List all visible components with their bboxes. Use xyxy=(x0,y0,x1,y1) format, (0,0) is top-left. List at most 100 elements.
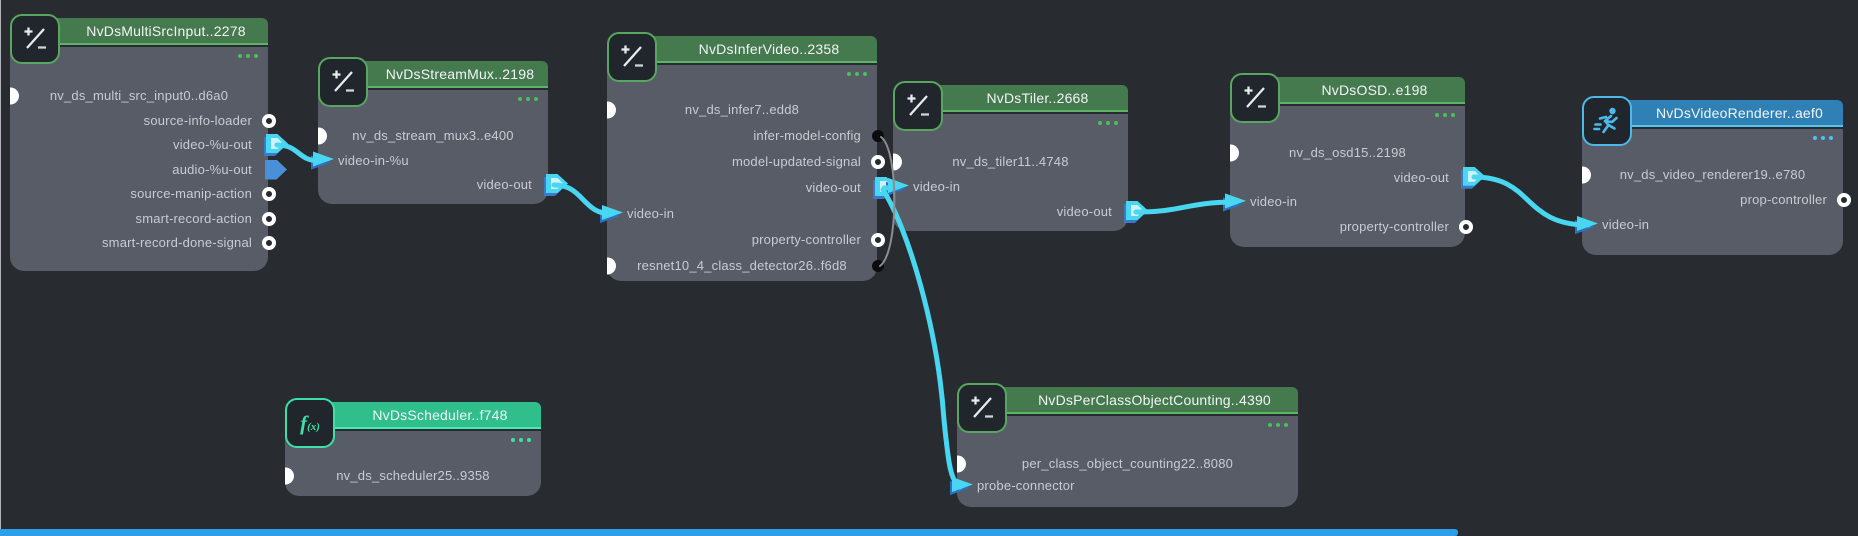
node-menu-ellipsis-icon[interactable] xyxy=(511,438,531,442)
node-header[interactable]: NvDsTiler..2668 xyxy=(913,85,1128,112)
port-nv_ds_stream_mux3..e400[interactable]: nv_ds_stream_mux3..e400 xyxy=(318,125,548,147)
port-label: video-out xyxy=(1056,204,1112,219)
port-video-out[interactable]: video-out xyxy=(318,174,568,196)
wire-2-media[interactable] xyxy=(881,184,901,191)
signal-out-connector[interactable] xyxy=(262,187,276,201)
node-body: nv_ds_infer7..edd8 infer-model-config mode… xyxy=(600,65,897,281)
signal-out-connector[interactable] xyxy=(1837,193,1851,207)
signal-out-connector[interactable] xyxy=(871,233,885,247)
config-connector[interactable] xyxy=(872,130,884,142)
instance-port-connector[interactable] xyxy=(10,87,19,105)
port-video-out[interactable]: video-out xyxy=(893,201,1148,223)
wire-3-media[interactable] xyxy=(880,187,963,490)
port-video-out[interactable]: video-out xyxy=(1230,166,1485,189)
node-per-class-counting[interactable]: NvDsPerClassObjectCounting..4390 per_clas… xyxy=(950,383,1298,507)
menu-dot xyxy=(1276,423,1280,427)
signal-out-connector[interactable] xyxy=(262,236,276,250)
port-resnet10_4_class_detector26..f6d8[interactable]: resnet10_4_class_detector26..f6d8 xyxy=(607,255,884,277)
port-video-in-%u[interactable]: video-in-%u xyxy=(311,150,548,172)
port-source-manip-action[interactable]: source-manip-action xyxy=(10,183,276,205)
plus-minus-icon xyxy=(893,81,943,131)
instance-port-connector[interactable] xyxy=(607,101,616,119)
port-nv_ds_multi_src_input0..d6a0[interactable]: nv_ds_multi_src_input0..d6a0 xyxy=(10,85,268,107)
instance-port-connector[interactable] xyxy=(957,455,966,473)
signal-out-connector[interactable] xyxy=(262,113,276,128)
wire-1-media[interactable] xyxy=(551,182,615,217)
port-video-in[interactable]: video-in xyxy=(1223,191,1465,213)
node-tiler[interactable]: NvDsTiler..2668 nv_ds_tiler11..4748 video-… xyxy=(886,81,1148,231)
instance-port-connector[interactable] xyxy=(285,467,294,485)
node-menu-ellipsis-icon[interactable] xyxy=(847,72,867,76)
horizontal-scrollbar-thumb[interactable] xyxy=(0,529,1458,536)
wire-4-media[interactable] xyxy=(1133,199,1239,215)
config-connector[interactable] xyxy=(872,260,884,272)
port-label: nv_ds_stream_mux3..e400 xyxy=(352,128,514,143)
instance-port-connector[interactable] xyxy=(318,127,327,145)
node-menu-ellipsis-icon[interactable] xyxy=(1435,113,1455,117)
port-property-controller[interactable]: property-controller xyxy=(607,229,885,251)
port-video-in[interactable]: video-in xyxy=(600,203,877,225)
node-header[interactable]: NvDsVideoRenderer..aef0 xyxy=(1602,100,1843,127)
node-menu-ellipsis-icon[interactable] xyxy=(1813,136,1833,140)
port-nv_ds_infer7..edd8[interactable]: nv_ds_infer7..edd8 xyxy=(607,99,877,121)
node-header[interactable]: NvDsMultiSrcInput..2278 xyxy=(30,18,268,45)
port-property-controller[interactable]: property-controller xyxy=(1230,216,1473,238)
wire-6-config[interactable] xyxy=(879,136,896,267)
node-header[interactable]: NvDsPerClassObjectCounting..4390 xyxy=(977,387,1298,414)
port-per_class_object_counting22..8080[interactable]: per_class_object_counting22..8080 xyxy=(957,453,1298,475)
port-prop-controller[interactable]: prop-controller xyxy=(1582,189,1851,211)
port-audio-%u-out[interactable]: audio-%u-out xyxy=(10,159,287,181)
node-header[interactable]: NvDsOSD..e198 xyxy=(1250,77,1465,104)
node-menu-ellipsis-icon[interactable] xyxy=(518,97,538,101)
node-menu-ellipsis-icon[interactable] xyxy=(238,54,258,58)
port-label: nv_ds_scheduler25..9358 xyxy=(336,468,490,483)
media-out-connector[interactable] xyxy=(265,159,287,180)
instance-port-connector[interactable] xyxy=(893,153,902,171)
node-title: NvDsScheduler..f748 xyxy=(372,406,508,423)
signal-out-connector[interactable] xyxy=(1459,220,1473,235)
port-label: video-in xyxy=(913,179,961,194)
port-label: nv_ds_tiler11..4748 xyxy=(952,154,1069,169)
plus-minus-icon xyxy=(10,14,60,64)
port-smart-record-done-signal[interactable]: smart-record-done-signal xyxy=(10,232,276,254)
menu-dot xyxy=(527,438,531,442)
port-infer-model-config[interactable]: infer-model-config xyxy=(607,125,884,147)
node-header[interactable]: NvDsInferVideo..2358 xyxy=(627,36,877,63)
instance-port-connector[interactable] xyxy=(1582,166,1591,184)
node-menu-ellipsis-icon[interactable] xyxy=(1098,121,1118,125)
node-stream-mux[interactable]: NvDsStreamMux..2198 nv_ds_stream_mux3..e4… xyxy=(311,57,568,204)
node-title: NvDsStreamMux..2198 xyxy=(385,65,535,82)
port-nv_ds_scheduler25..9358[interactable]: nv_ds_scheduler25..9358 xyxy=(285,465,541,487)
port-video-out[interactable]: video-out xyxy=(607,177,897,199)
port-video-in[interactable]: video-in xyxy=(886,176,1128,198)
port-video-in[interactable]: video-in xyxy=(1575,214,1843,236)
signal-out-connector[interactable] xyxy=(871,155,885,169)
menu-dot xyxy=(1114,121,1118,125)
port-nv_ds_tiler11..4748[interactable]: nv_ds_tiler11..4748 xyxy=(893,151,1128,173)
instance-port-connector[interactable] xyxy=(607,257,616,275)
port-model-updated-signal[interactable]: model-updated-signal xyxy=(607,151,885,173)
port-label: probe-connector xyxy=(977,478,1075,493)
port-nv_ds_osd15..2198[interactable]: nv_ds_osd15..2198 xyxy=(1230,142,1465,164)
wire-0-media[interactable] xyxy=(274,142,323,164)
port-video-%u-out[interactable]: video-%u-out xyxy=(10,134,288,156)
port-nv_ds_video_renderer19..e780[interactable]: nv_ds_video_renderer19..e780 xyxy=(1582,164,1843,186)
node-header[interactable]: NvDsScheduler..f748 xyxy=(305,402,541,429)
port-probe-connector[interactable]: probe-connector xyxy=(950,475,1298,497)
port-source-info-loader[interactable]: source-info-loader xyxy=(10,110,276,132)
node-header[interactable]: NvDsStreamMux..2198 xyxy=(338,61,548,88)
instance-port-connector[interactable] xyxy=(1230,144,1239,162)
signal-out-connector[interactable] xyxy=(262,211,276,226)
menu-dot xyxy=(511,438,515,442)
node-video-renderer[interactable]: NvDsVideoRenderer..aef0 nv_ds_video_rende… xyxy=(1575,96,1851,255)
wire-5-media[interactable] xyxy=(1471,174,1591,228)
menu-dot xyxy=(1821,136,1825,140)
port-smart-record-action[interactable]: smart-record-action xyxy=(10,208,276,230)
node-menu-ellipsis-icon[interactable] xyxy=(1268,423,1288,427)
node-multi-src-input[interactable]: NvDsMultiSrcInput..2278 nv_ds_multi_src_i… xyxy=(10,14,288,271)
